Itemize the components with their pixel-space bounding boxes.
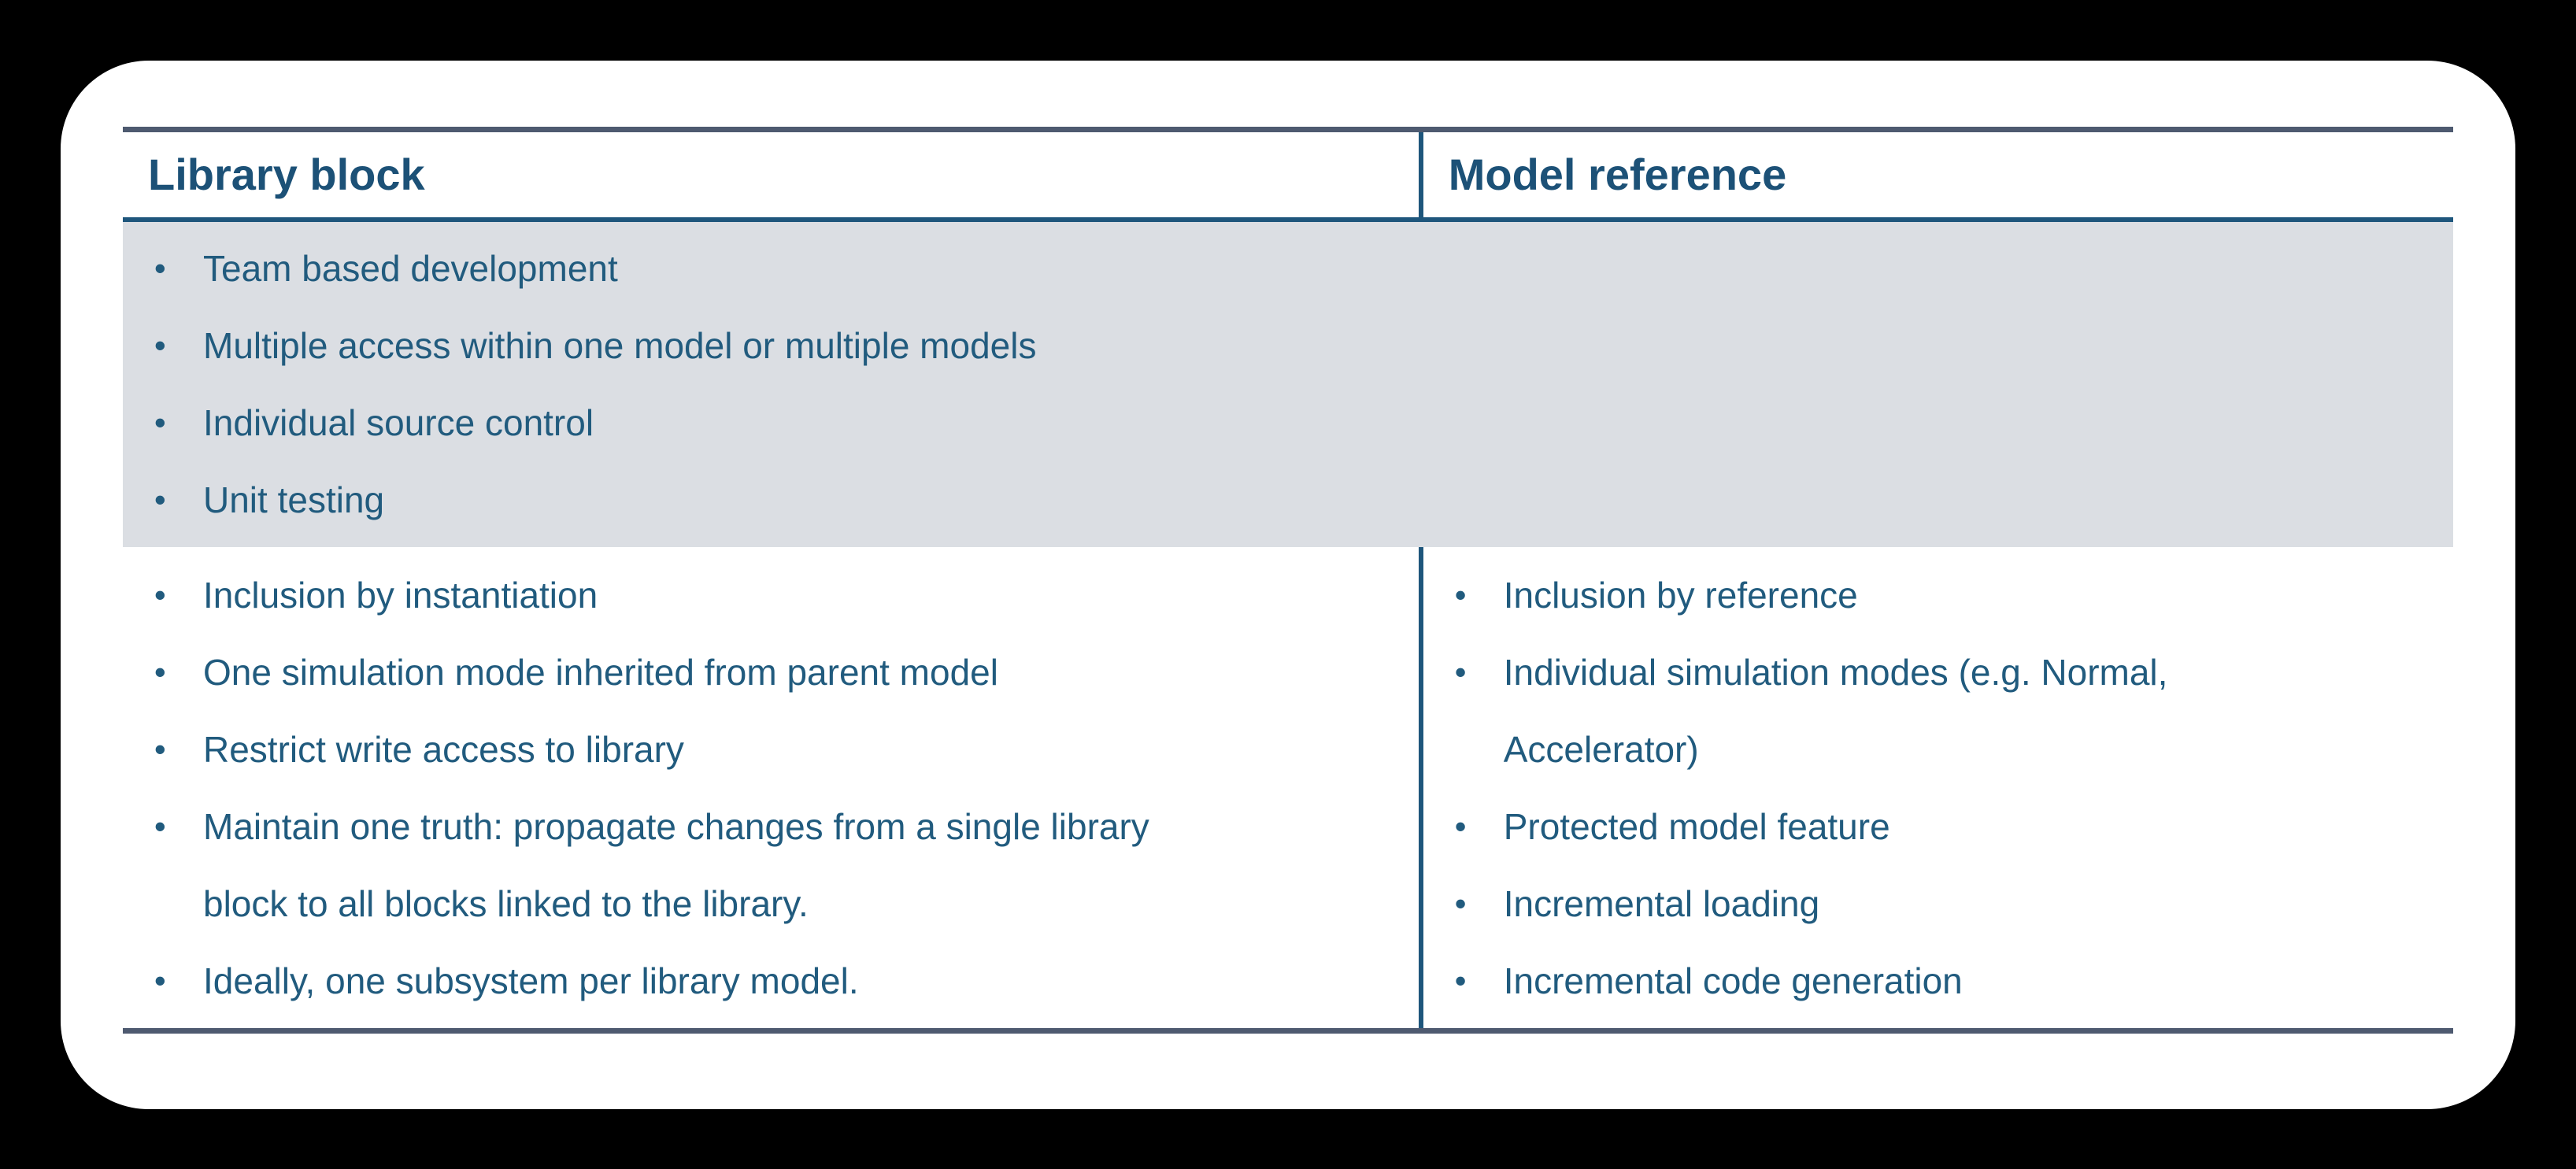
model-reference-cell: • Inclusion by reference • Individual si…: [1418, 546, 2453, 1030]
bullet-icon: •: [154, 326, 166, 364]
shared-benefits-row: • Team based development • Multiple acce…: [123, 219, 2453, 547]
list-item-text: Individual simulation modes (e.g. Normal…: [1503, 651, 2168, 770]
list-item-text: Incremental code generation: [1503, 960, 1963, 1001]
list-item: • Incremental loading: [1423, 865, 2330, 942]
list-item-text: Inclusion by reference: [1503, 574, 1858, 616]
model-reference-list: • Inclusion by reference • Individual si…: [1423, 557, 2430, 1019]
bullet-icon: •: [154, 575, 166, 613]
list-item: • Ideally, one subsystem per library mod…: [123, 942, 1227, 1019]
comparison-table: Library block Model reference • Team bas…: [123, 127, 2453, 1034]
list-item: • Unit testing: [123, 461, 2422, 538]
list-item: • Inclusion by reference: [1423, 557, 2330, 634]
bullet-icon: •: [154, 961, 166, 999]
bullet-icon: •: [1454, 807, 1467, 845]
bullet-icon: •: [154, 480, 166, 518]
list-item: • Individual simulation modes (e.g. Norm…: [1423, 634, 2330, 788]
list-item-text: Team based development: [203, 247, 618, 289]
list-item-text: Unit testing: [203, 479, 385, 520]
list-item: • Protected model feature: [1423, 788, 2330, 865]
bullet-icon: •: [1454, 961, 1467, 999]
shared-benefits-list: • Team based development • Multiple acce…: [123, 230, 2422, 538]
list-item: • Maintain one truth: propagate changes …: [123, 788, 1227, 942]
list-item: • Incremental code generation: [1423, 942, 2330, 1019]
library-block-cell: • Inclusion by instantiation • One simul…: [123, 547, 1421, 1031]
bullet-icon: •: [154, 807, 166, 845]
list-item-text: Maintain one truth: propagate changes fr…: [203, 805, 1149, 924]
list-item-text: Restrict write access to library: [203, 728, 684, 770]
list-item: • Restrict write access to library: [123, 711, 1227, 788]
list-item: • Individual source control: [123, 384, 2422, 461]
list-item-text: One simulation mode inherited from paren…: [203, 651, 998, 693]
list-item: • One simulation mode inherited from par…: [123, 634, 1227, 711]
bullet-icon: •: [1454, 575, 1467, 613]
bullet-icon: •: [154, 403, 166, 441]
list-item: • Team based development: [123, 230, 2422, 307]
comparison-card: Library block Model reference • Team bas…: [61, 61, 2515, 1109]
list-item: • Inclusion by instantiation: [123, 557, 1227, 634]
bullet-icon: •: [154, 249, 166, 287]
list-item-text: Ideally, one subsystem per library model…: [203, 960, 859, 1001]
bullet-icon: •: [154, 730, 166, 768]
table-header-row: Library block Model reference: [123, 129, 2453, 222]
list-item-text: Multiple access within one model or mult…: [203, 324, 1037, 366]
bullet-icon: •: [1454, 653, 1467, 690]
shared-benefits-cell: • Team based development • Multiple acce…: [123, 219, 2453, 547]
bullet-icon: •: [154, 653, 166, 690]
list-item-text: Inclusion by instantiation: [203, 574, 598, 616]
list-item-text: Incremental loading: [1503, 882, 1820, 924]
comparison-row: • Inclusion by instantiation • One simul…: [123, 546, 2453, 1031]
column-header-library-block: Library block: [123, 129, 1421, 222]
list-item-text: Individual source control: [203, 401, 594, 443]
list-item-text: Protected model feature: [1503, 805, 1890, 847]
bullet-icon: •: [1454, 884, 1467, 922]
library-block-list: • Inclusion by instantiation • One simul…: [123, 557, 1395, 1019]
column-header-model-reference: Model reference: [1418, 129, 2453, 222]
list-item: • Multiple access within one model or mu…: [123, 307, 2422, 384]
